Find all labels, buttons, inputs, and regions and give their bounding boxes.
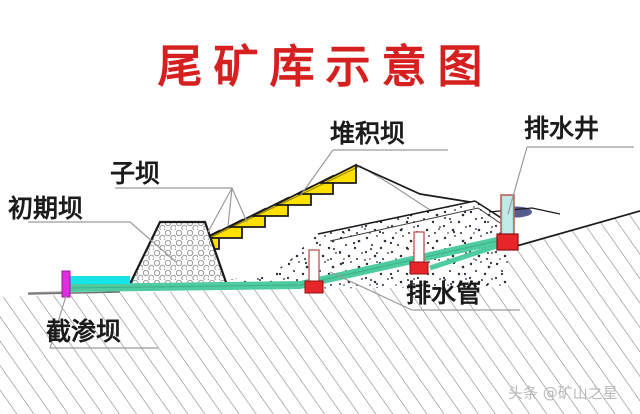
- deposit-crest-right: [355, 164, 471, 203]
- pond-water: [488, 206, 561, 218]
- initial-dam: [126, 220, 230, 290]
- drainage-well-1: [304, 249, 324, 294]
- well-3-water: [503, 196, 512, 242]
- watermark: 头条 @矿山之星: [508, 384, 618, 402]
- tailings-inner-line: [329, 207, 510, 242]
- well-2-base: [409, 261, 429, 275]
- leader-seepage-dam: [49, 295, 158, 349]
- drainage-pipe-centerline: [67, 238, 507, 289]
- well-1-base: [304, 280, 324, 294]
- seepage-dam-body: [61, 270, 71, 298]
- seepage-ground-line: [27, 291, 69, 294]
- tailings-beach-line: [317, 200, 476, 235]
- sub-dam-8: [319, 163, 357, 184]
- label-drainage-well: 排水井: [524, 114, 600, 143]
- label-initial-dam: 初期坝: [8, 194, 84, 223]
- leader-lines: [28, 146, 634, 349]
- leader-accumulation-dam: [299, 149, 448, 197]
- slope-guide-line: [159, 165, 431, 263]
- label-seepage-interception-dam: 截渗坝: [46, 317, 122, 346]
- drainage-pipe-branch: [429, 240, 507, 271]
- initial-dam-body: [126, 220, 230, 290]
- label-drainage-pipe: 排水管: [406, 279, 482, 308]
- drainage-pipe: [67, 235, 507, 292]
- leader-sub-dam: [115, 187, 248, 233]
- page-title: 尾矿库示意图: [157, 40, 494, 93]
- drainage-well-3: [496, 194, 519, 251]
- ground-surface-left: [27, 291, 121, 295]
- leader-drainage-pipe: [329, 271, 520, 311]
- well-3-base: [496, 233, 519, 251]
- leader-drainage-well: [507, 146, 634, 215]
- leader-initial-dam: [28, 221, 177, 263]
- drainage-well-2: [409, 231, 429, 275]
- label-sub-dam: 子坝: [110, 159, 161, 188]
- label-accumulation-dam: 堆积坝: [330, 119, 406, 148]
